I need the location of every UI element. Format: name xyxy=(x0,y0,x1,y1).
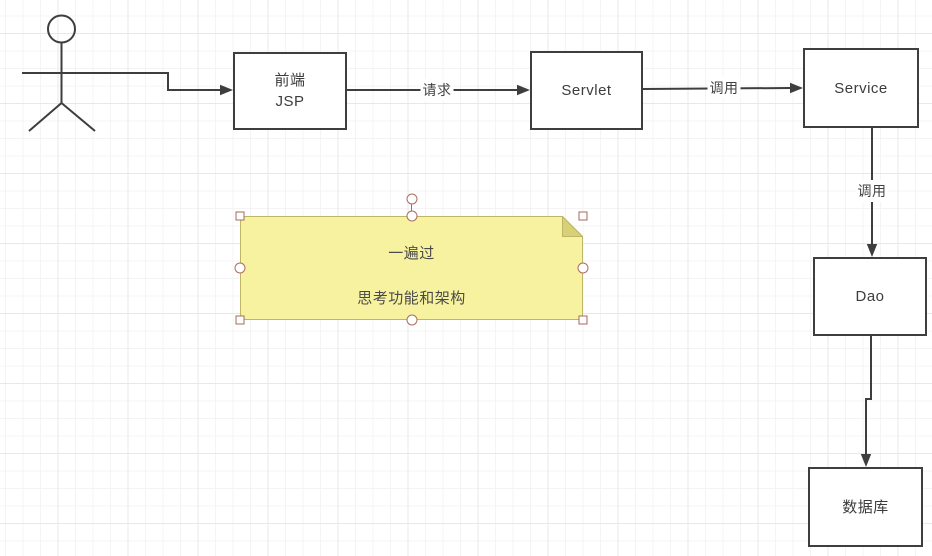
edge-label-call-dao[interactable]: 调用 xyxy=(855,180,889,202)
resize-handle-middle-right[interactable] xyxy=(577,262,589,274)
node-frontend-jsp-label-line2: JSP xyxy=(275,93,305,110)
resize-handle-top-right[interactable] xyxy=(578,211,588,221)
node-database[interactable]: 数据库 xyxy=(808,467,923,547)
rotation-handle[interactable] xyxy=(406,193,417,204)
note-title: 一遍过 xyxy=(388,245,435,262)
edge-label-request[interactable]: 请求 xyxy=(420,79,454,101)
node-dao[interactable]: Dao xyxy=(813,257,927,336)
rotation-handle-stem xyxy=(411,203,412,211)
resize-handle-top-left[interactable] xyxy=(235,211,245,221)
resize-handle-bottom-right[interactable] xyxy=(578,315,588,325)
actor-figure-icon[interactable] xyxy=(22,14,100,132)
resize-handle-middle-left[interactable] xyxy=(234,262,246,274)
note-body: 思考功能和架构 xyxy=(357,290,466,307)
node-servlet[interactable]: Servlet xyxy=(530,51,643,130)
resize-handle-top-middle[interactable] xyxy=(406,210,417,222)
sticky-note[interactable]: 一遍过 思考功能和架构 xyxy=(240,216,583,320)
edge-dao-database[interactable] xyxy=(860,336,872,467)
node-frontend-jsp-label-line1: 前端 xyxy=(274,72,306,89)
node-service-label: Service xyxy=(834,79,888,97)
edge-actor-jsp[interactable] xyxy=(100,72,233,96)
node-servlet-label: Servlet xyxy=(561,82,612,99)
node-database-label: 数据库 xyxy=(842,498,889,516)
note-folded-corner-icon xyxy=(562,216,583,237)
node-frontend-jsp[interactable]: 前端 JSP xyxy=(233,52,347,130)
node-dao-label: Dao xyxy=(855,288,885,305)
resize-handle-bottom-left[interactable] xyxy=(235,315,245,325)
resize-handle-bottom-middle[interactable] xyxy=(406,314,417,326)
node-service[interactable]: Service xyxy=(803,48,919,128)
sticky-note-shape xyxy=(240,216,583,320)
edge-label-call-service[interactable]: 调用 xyxy=(707,77,741,99)
